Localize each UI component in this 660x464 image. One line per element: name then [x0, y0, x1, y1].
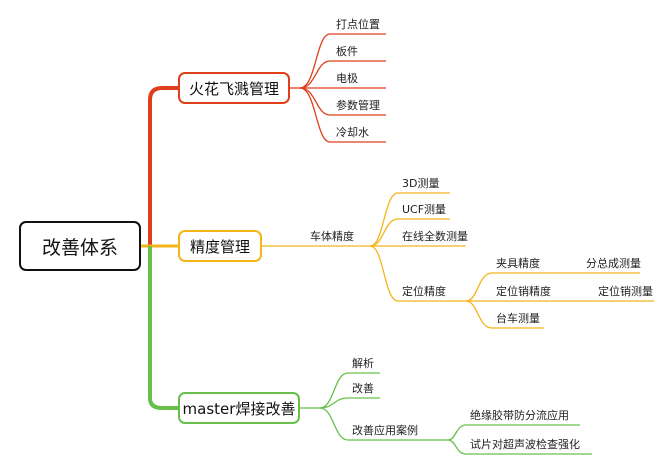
node-analysis[interactable]: 解析	[352, 357, 374, 370]
node-improvement[interactable]: 改善	[352, 382, 374, 395]
branch-master-welding[interactable]: master焊接改善	[178, 392, 300, 424]
branch-precision-management[interactable]: 精度管理	[178, 230, 262, 262]
node-inline-full-measurement[interactable]: 在线全数测量	[402, 230, 468, 243]
branch-label: 精度管理	[189, 237, 250, 256]
node-improvement-cases[interactable]: 改善应用案例	[352, 424, 418, 437]
trunk-red	[148, 86, 178, 246]
green-connectors	[300, 372, 592, 455]
node-3d-measurement[interactable]: 3D测量	[402, 177, 440, 190]
node-ucf-measurement[interactable]: UCF测量	[402, 203, 447, 216]
node-electrode[interactable]: 电极	[336, 72, 358, 85]
root-label: 改善体系	[41, 236, 118, 259]
node-fixture-precision[interactable]: 夹具精度	[496, 257, 540, 270]
node-panel[interactable]: 板件	[336, 45, 358, 58]
node-trolley-measurement[interactable]: 台车测量	[496, 312, 540, 325]
branch-spark-management[interactable]: 火花飞溅管理	[178, 72, 290, 104]
node-pin-precision[interactable]: 定位销精度	[496, 285, 551, 298]
node-insulation-tape[interactable]: 绝缘胶带防分流应用	[470, 409, 569, 422]
node-positioning-precision[interactable]: 定位精度	[402, 285, 446, 298]
yellow-connectors	[262, 192, 654, 329]
branch-label: master焊接改善	[182, 399, 296, 418]
branch-label: 火花飞溅管理	[188, 79, 279, 98]
trunk-green	[148, 246, 178, 410]
node-cooling-water[interactable]: 冷却水	[336, 126, 369, 139]
red-connectors	[290, 33, 386, 143]
node-ultrasonic-check[interactable]: 试片对超声波检查强化	[470, 438, 580, 451]
node-subassembly-measurement[interactable]: 分总成测量	[586, 257, 641, 270]
node-parameter-management[interactable]: 参数管理	[336, 99, 380, 112]
node-spot-position[interactable]: 打点位置	[336, 18, 380, 31]
node-body-precision[interactable]: 车体精度	[310, 230, 354, 243]
root-node[interactable]: 改善体系	[19, 221, 141, 271]
node-pin-measurement[interactable]: 定位销测量	[598, 285, 653, 298]
